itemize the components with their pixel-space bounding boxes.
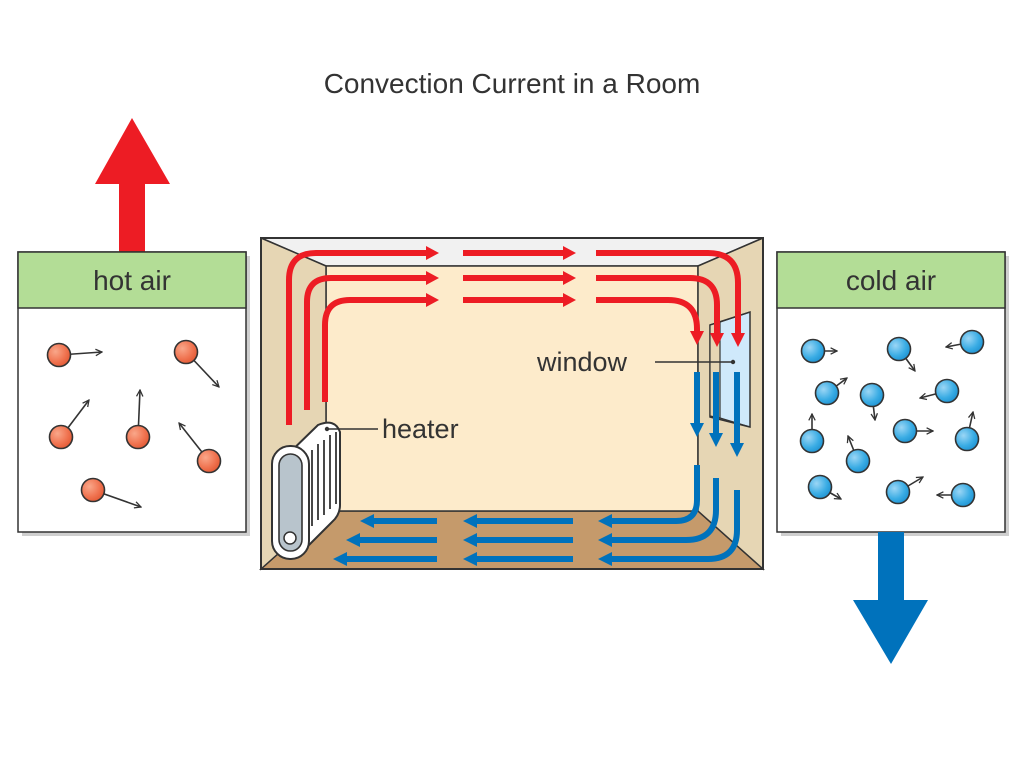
air-particle [800, 338, 838, 364]
arrowhead-down-icon [710, 333, 724, 347]
heater-icon [271, 421, 341, 560]
molecule-icon [196, 448, 222, 474]
molecule-icon [48, 424, 74, 450]
arrowhead-right-icon [563, 271, 576, 285]
arrowhead-down-icon [730, 443, 744, 457]
molecule-icon [885, 479, 911, 505]
back-wall [325, 265, 699, 512]
hot-particles [46, 339, 222, 508]
hot-flow-line [596, 275, 720, 335]
hot-flow-line [596, 297, 700, 333]
air-particle [807, 474, 842, 500]
arrowhead-left-icon [463, 552, 477, 566]
cold-flow-line [610, 478, 719, 543]
hot-flow-line [304, 275, 428, 410]
arrowhead-left-icon [598, 514, 612, 528]
hot-flow-line [286, 250, 428, 425]
arrowhead-left-icon [463, 514, 477, 528]
arrowhead-left-icon [346, 533, 360, 547]
molecule-icon [886, 336, 912, 362]
cold-flow-line [610, 490, 740, 562]
arrowhead-down-icon [690, 423, 704, 437]
air-particle [46, 342, 103, 368]
air-particle [125, 390, 151, 450]
air-particle [937, 482, 976, 508]
air-particle [859, 382, 885, 421]
arrowhead-left-icon [360, 514, 374, 528]
air-particle [946, 329, 985, 355]
molecule-icon [814, 380, 840, 406]
air-particle [173, 339, 220, 388]
air-particle [886, 336, 916, 372]
air-particle [814, 378, 848, 406]
diagram-title: Convection Current in a Room [324, 68, 701, 99]
molecule-icon [80, 477, 106, 503]
molecule-icon [125, 424, 151, 450]
molecule-icon [799, 428, 825, 454]
cold-sinking-arrow-icon [853, 532, 928, 664]
molecule-icon [950, 482, 976, 508]
hot-air-panel: hot air [17, 118, 250, 536]
heater-label: heater [382, 414, 459, 444]
arrowhead-down-icon [731, 333, 745, 347]
arrowhead-right-icon [426, 293, 439, 307]
hot-flow-line [596, 250, 741, 335]
room: heater window [259, 236, 765, 571]
molecule-icon [954, 426, 980, 452]
air-particle [179, 423, 222, 474]
air-particle [799, 414, 825, 454]
window-label: window [536, 347, 628, 377]
arrowhead-left-icon [463, 533, 477, 547]
arrowhead-right-icon [426, 271, 439, 285]
cold-air-label: cold air [846, 265, 936, 296]
molecule-icon [959, 329, 985, 355]
molecule-icon [845, 448, 871, 474]
cold-air-label-band [776, 251, 1006, 309]
hot-flow-line [322, 297, 428, 402]
arrowhead-down-icon [690, 331, 704, 345]
arrowhead-left-icon [598, 552, 612, 566]
molecule-icon [859, 382, 885, 408]
air-particle [892, 418, 934, 444]
cold-flow-line [610, 465, 700, 524]
arrowhead-left-icon [333, 552, 347, 566]
arrowhead-right-icon [563, 246, 576, 260]
air-particle [845, 436, 871, 474]
cold-arrowheads [333, 423, 744, 566]
air-particle [954, 412, 980, 452]
hot-arrowheads [426, 246, 745, 347]
hot-air-current [286, 250, 741, 425]
molecule-icon [800, 338, 826, 364]
cold-air-current [345, 372, 740, 562]
cold-particles [799, 329, 985, 508]
arrowhead-left-icon [598, 533, 612, 547]
air-particle [80, 477, 142, 508]
molecule-icon [173, 339, 199, 365]
arrowhead-right-icon [563, 293, 576, 307]
hot-air-label: hot air [93, 265, 171, 296]
hot-air-label-band [17, 251, 247, 309]
molecule-icon [934, 378, 960, 404]
molecule-icon [807, 474, 833, 500]
arrowhead-right-icon [426, 246, 439, 260]
air-particle [885, 477, 924, 505]
arrowhead-down-icon [709, 433, 723, 447]
hot-rising-arrow-icon [95, 118, 170, 253]
molecule-icon [46, 342, 72, 368]
air-particle [920, 378, 960, 404]
cold-air-panel: cold air [776, 251, 1009, 664]
air-particle [48, 400, 90, 450]
molecule-icon [892, 418, 918, 444]
